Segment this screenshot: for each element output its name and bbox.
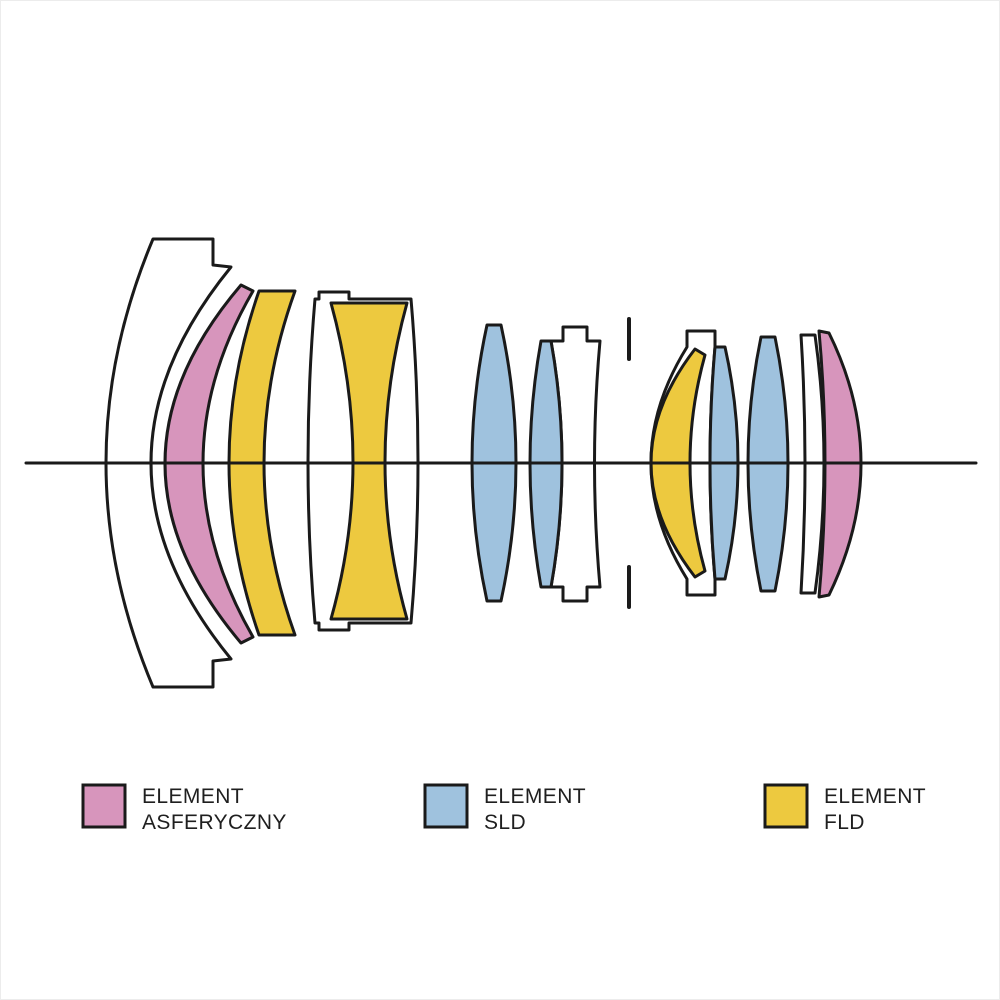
legend-label-line: ELEMENT [824, 785, 926, 808]
legend-label-line: ELEMENT [142, 785, 244, 808]
fld-element-biconcave [329, 301, 409, 621]
legend-label-aspherical: ELEMENT ASFERYCZNY [142, 783, 287, 836]
legend-label-fld: ELEMENT FLD [824, 783, 926, 836]
aspherical-element-front [163, 283, 255, 645]
legend-label-line: ELEMENT [484, 785, 586, 808]
sld-color-swatch [423, 783, 469, 829]
legend-item-aspherical: ELEMENT ASFERYCZNY [81, 783, 287, 836]
legend-item-fld: ELEMENT FLD [763, 783, 926, 836]
legend-label-line: FLD [824, 811, 865, 834]
legend-item-sld: ELEMENT SLD [423, 783, 586, 836]
legend-label-sld: ELEMENT SLD [484, 783, 586, 836]
front-element-lens [104, 237, 233, 689]
legend-label-line: SLD [484, 811, 527, 834]
legend: ELEMENT ASFERYCZNY ELEMENT SLD ELEMENT F… [1, 783, 999, 853]
fld-color-swatch [763, 783, 809, 829]
aspherical-color-swatch [81, 783, 127, 829]
legend-label-line: ASFERYCZNY [142, 811, 287, 834]
